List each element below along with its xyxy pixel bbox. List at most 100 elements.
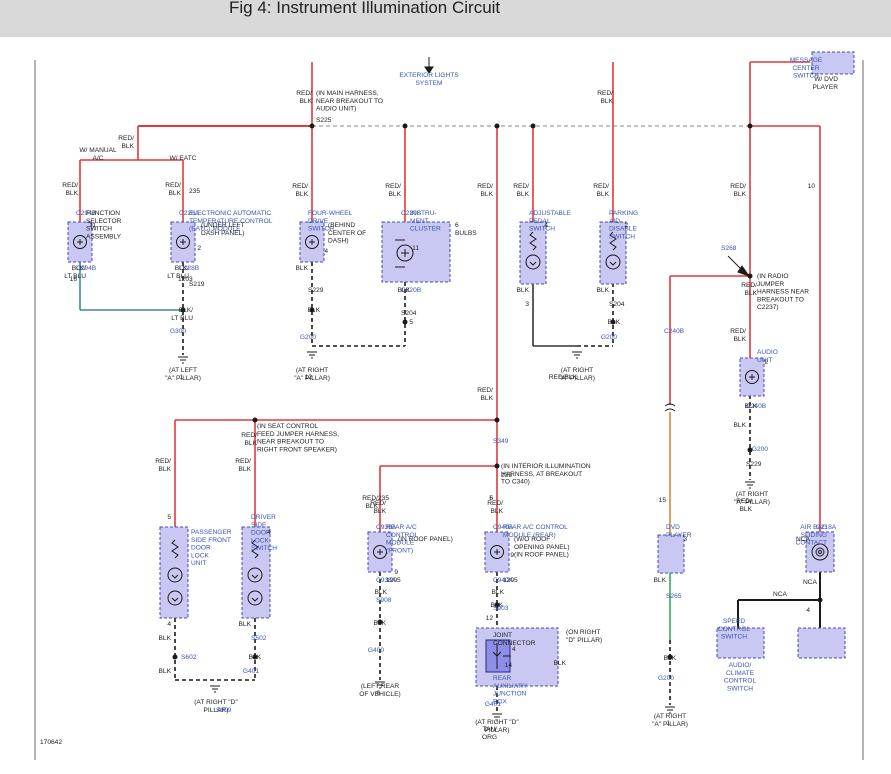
diagram-label-line: RED/ [593, 183, 609, 190]
diagram-label-line: BLK [122, 143, 135, 150]
diagram-label-line: DISABLE [609, 226, 637, 233]
diagram-label-line: SWITCH [251, 545, 277, 552]
diagram-label-line: MESSAGE [790, 57, 823, 64]
diagram-label-line: PARKING [609, 210, 638, 217]
diagram-label-line: G401 [243, 668, 259, 675]
diagram-label: BLK [249, 654, 262, 661]
diagram-label-line: UNIT [757, 357, 772, 364]
diagram-label: 5 [489, 495, 493, 502]
diagram-label-line: BULBS [455, 230, 477, 237]
diagram-label-line: RED/ [736, 498, 752, 505]
diagram-label-line: EXTERIOR LIGHTS [399, 72, 459, 79]
diagram-label-line: S602 [181, 654, 197, 661]
diagram-label-line: RED/ [241, 432, 257, 439]
diagram-label-line: SWITCH [793, 73, 819, 80]
diagram-label: BLK/LT BLU [167, 265, 189, 280]
diagram-label: 15 [659, 497, 667, 504]
diagram-label-line: 12 [486, 615, 494, 622]
diagram-label-line: LOCK [251, 537, 270, 544]
diagram-label: G400 [368, 647, 384, 654]
diagram-label-line: G200 [658, 675, 674, 682]
diagram-label: 1 [666, 720, 670, 727]
diagram-label: 4 [544, 222, 548, 229]
diagram-label-line: LT BLU [171, 315, 193, 322]
diagram-label-line: (IN ROOF PANEL) [514, 552, 569, 559]
diagram-label: 235 [501, 472, 512, 479]
diagram-label: S909 [216, 707, 232, 714]
diagram-label-line: W/ MANUAL [79, 147, 117, 154]
diagram-label: RED/BLK [730, 328, 746, 343]
diagram-label: S204 [609, 301, 625, 308]
diagram-label-line: (IN ROOF PANEL) [398, 536, 453, 543]
diagram-label-line: S219 [189, 281, 205, 288]
diagram-label: S229 [308, 287, 324, 294]
diagram-label-line: S265 [666, 593, 682, 600]
diagram-label: RED/BLK [155, 458, 171, 473]
diagram-label-line: SWITCH [86, 226, 112, 233]
diagram-label-line: AUXILIARY [493, 683, 528, 690]
diagram-label-line: BLK [491, 508, 504, 515]
diagram-label-line: BLK [300, 98, 313, 105]
diagram-label-line: 235 [189, 188, 200, 195]
diagram-label-line: G200 [300, 334, 316, 341]
diagram-label-line: 3 [683, 536, 687, 543]
lamp-symbols [73, 231, 829, 669]
diagram-label-line: BLK [481, 191, 494, 198]
diagram-label-line: G401 [485, 701, 501, 708]
diagram-label-line: C294B [76, 265, 97, 272]
diagram-label: NCA [803, 579, 818, 586]
diagram-label-line: 4 [324, 248, 328, 255]
diagram-label-line: "A" PILLAR) [294, 375, 330, 382]
diagram-label: BLK [308, 307, 321, 314]
diagram-label-line: BLK [740, 506, 753, 513]
diagram-label-line: BLK [308, 307, 321, 314]
diagram-label: NCA [796, 536, 811, 543]
diagram-label: BLK [398, 287, 411, 294]
diagram-label: BLK [608, 319, 621, 326]
diagram-label-line: BLK [249, 654, 262, 661]
diagram-label-line: CONTROL [718, 626, 751, 633]
diagram-label-line: PLAYER [666, 532, 692, 539]
diagram-label: 235 [378, 495, 389, 502]
diagram-label-line: BLK [517, 287, 530, 294]
title-bar: Fig 4: Instrument Illumination Circuit [0, 0, 891, 37]
diagram-label-line: C228A [179, 210, 200, 217]
diagram-label-line: (BEHIND [328, 222, 355, 229]
diagram-label: RED/BLK [292, 183, 308, 198]
diagram-label-line: 5 [489, 495, 493, 502]
diagram-label: S229 [746, 461, 762, 468]
diagram-label-line: PEDAL [529, 218, 551, 225]
diagram-label-line: CONNECTOR [493, 640, 536, 647]
diagram-label-line: NCA [773, 591, 788, 598]
diagram-label-line: 4 [167, 621, 171, 628]
diagram-label-line: MENT [410, 218, 429, 225]
diagram-label: C938A [376, 524, 397, 531]
diagram-label: S265 [666, 593, 682, 600]
diagram-label-line: 1205 [503, 577, 518, 584]
diagram-label: 2 [764, 359, 768, 366]
diagram-label-line: 5 [409, 319, 413, 326]
diagram-label-line: LT BLU [64, 273, 86, 280]
diagram-label-line: CLIMATE [726, 670, 755, 677]
diagram-label: RED/BLK [118, 135, 134, 150]
diagram-label: (IN ROOF PANEL) [398, 536, 453, 543]
diagram-label-line: "D" PILLAR) [566, 637, 602, 644]
diagram-label-line: NCA [796, 536, 811, 543]
diagram-label: 1 [179, 374, 183, 381]
diagram-label-line: PLAYER [812, 84, 838, 91]
diagram-label-line: JOINT [493, 632, 512, 639]
diagram-label: C220B [401, 287, 422, 294]
diagram-label-line: S502 [251, 635, 267, 642]
